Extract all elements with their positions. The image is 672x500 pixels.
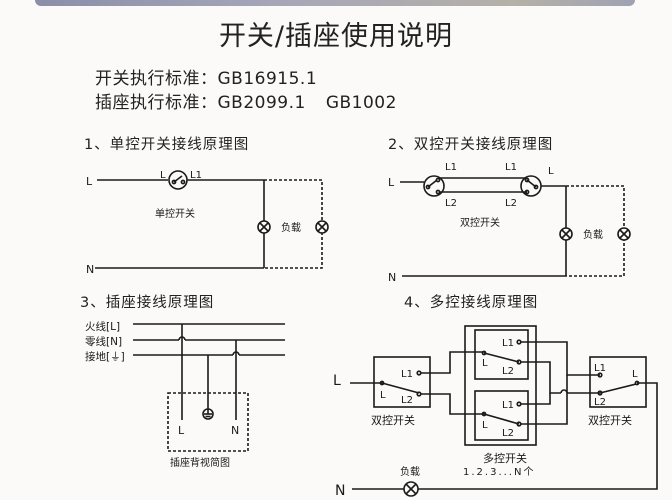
d3-term-N: N <box>231 424 239 437</box>
svg-text:L1: L1 <box>502 400 514 411</box>
lamp-icon <box>315 220 329 234</box>
d4-label-N: N <box>335 483 345 499</box>
section-2-title: 2、双控开关接线原理图 <box>388 137 554 153</box>
d2-label-L-out: L <box>548 166 554 177</box>
lamp-icon <box>617 227 631 241</box>
switch-standard: 开关执行标准：GB16915.1 <box>95 64 317 89</box>
d4-multi-count: 1.2.3...N个 <box>463 466 535 478</box>
section-3-title: 3、插座接线原理图 <box>80 295 215 311</box>
svg-text:L2: L2 <box>502 428 514 439</box>
left-two-way-switch <box>373 356 431 408</box>
socket-standard: 插座执行标准：GB2099.1 GB1002 <box>95 88 397 113</box>
page-title: 开关/插座使用说明 <box>218 21 454 52</box>
socket-standard-label: 插座执行标准： <box>95 93 218 113</box>
right-two-way-switch <box>589 356 647 408</box>
d1-switch-in-label: L <box>160 170 166 181</box>
svg-text:L2: L2 <box>502 366 514 377</box>
d1-load-label: 负载 <box>281 221 301 234</box>
d1-label-N: N <box>86 263 94 276</box>
lamp-icon <box>403 481 419 497</box>
svg-text:L1: L1 <box>594 363 606 374</box>
lamp-icon <box>559 227 573 241</box>
d3-caption: 插座背视简图 <box>170 456 230 469</box>
d1-label-L: L <box>86 175 93 188</box>
d2-switch-name: 双控开关 <box>460 216 500 229</box>
section-4-title: 4、多控接线原理图 <box>404 295 539 311</box>
svg-text:L2: L2 <box>594 397 606 408</box>
lamp-icon <box>257 220 271 234</box>
d2-s1-L2: L2 <box>445 198 457 209</box>
d4-right-switch-name: 双控开关 <box>588 413 632 427</box>
d3-live-label: 火线[L] <box>85 320 120 333</box>
d4-left-switch-name: 双控开关 <box>371 413 415 427</box>
svg-text:L1: L1 <box>502 338 514 349</box>
diagram-single-switch: L L L1 N 单控开关 负载 <box>86 170 329 276</box>
diagram-two-way-switch: L L1 L2 L1 L2 L 双控开关 N <box>388 162 631 284</box>
svg-text:L: L <box>632 369 638 380</box>
two-way-switch-icon <box>423 175 445 197</box>
d2-label-L: L <box>388 176 395 189</box>
d2-label-N: N <box>388 271 396 284</box>
d3-neutral-label: 零线[N] <box>85 335 122 348</box>
d2-s1-L1: L1 <box>445 162 457 173</box>
socket-standard-value-1: GB2099.1 <box>217 93 306 113</box>
svg-text:L: L <box>380 390 386 401</box>
switch-standard-value: GB16915.1 <box>217 69 318 89</box>
svg-text:L2: L2 <box>401 395 413 406</box>
socket-standard-value-2: GB1002 <box>325 93 397 113</box>
multi-switch-box <box>464 325 537 446</box>
d4-label-L: L <box>333 373 341 389</box>
d3-term-L: L <box>178 424 185 437</box>
section-1-title: 1、单控开关接线原理图 <box>84 137 250 153</box>
switch-standard-label: 开关执行标准： <box>95 69 218 89</box>
ground-icon <box>202 408 214 420</box>
d1-switch-out-label: L1 <box>190 170 202 181</box>
top-banner <box>35 0 635 6</box>
socket-back-view-box <box>167 392 249 452</box>
d2-s2-L2: L2 <box>505 198 517 209</box>
diagram-multi-control: L L1 L L2 双控开关 L1 L L2 L1 L L2 多控开关 1.2.… <box>333 325 658 499</box>
d2-s2-L1: L1 <box>505 162 517 173</box>
diagram-socket: 火线[L] 零线[N] 接地[⏚] L N 插座背视简图 <box>85 320 285 469</box>
d3-earth-label: 接地[⏚] <box>85 350 125 363</box>
d1-switch-name: 单控开关 <box>155 207 195 220</box>
svg-text:L: L <box>482 420 488 431</box>
d4-multi-switch-name: 多控开关 <box>483 451 527 465</box>
two-way-switch-icon <box>520 175 542 197</box>
d4-load-label: 负载 <box>400 465 420 478</box>
svg-text:L: L <box>482 358 488 369</box>
d2-load-label: 负载 <box>583 228 603 241</box>
svg-text:L1: L1 <box>401 369 413 380</box>
